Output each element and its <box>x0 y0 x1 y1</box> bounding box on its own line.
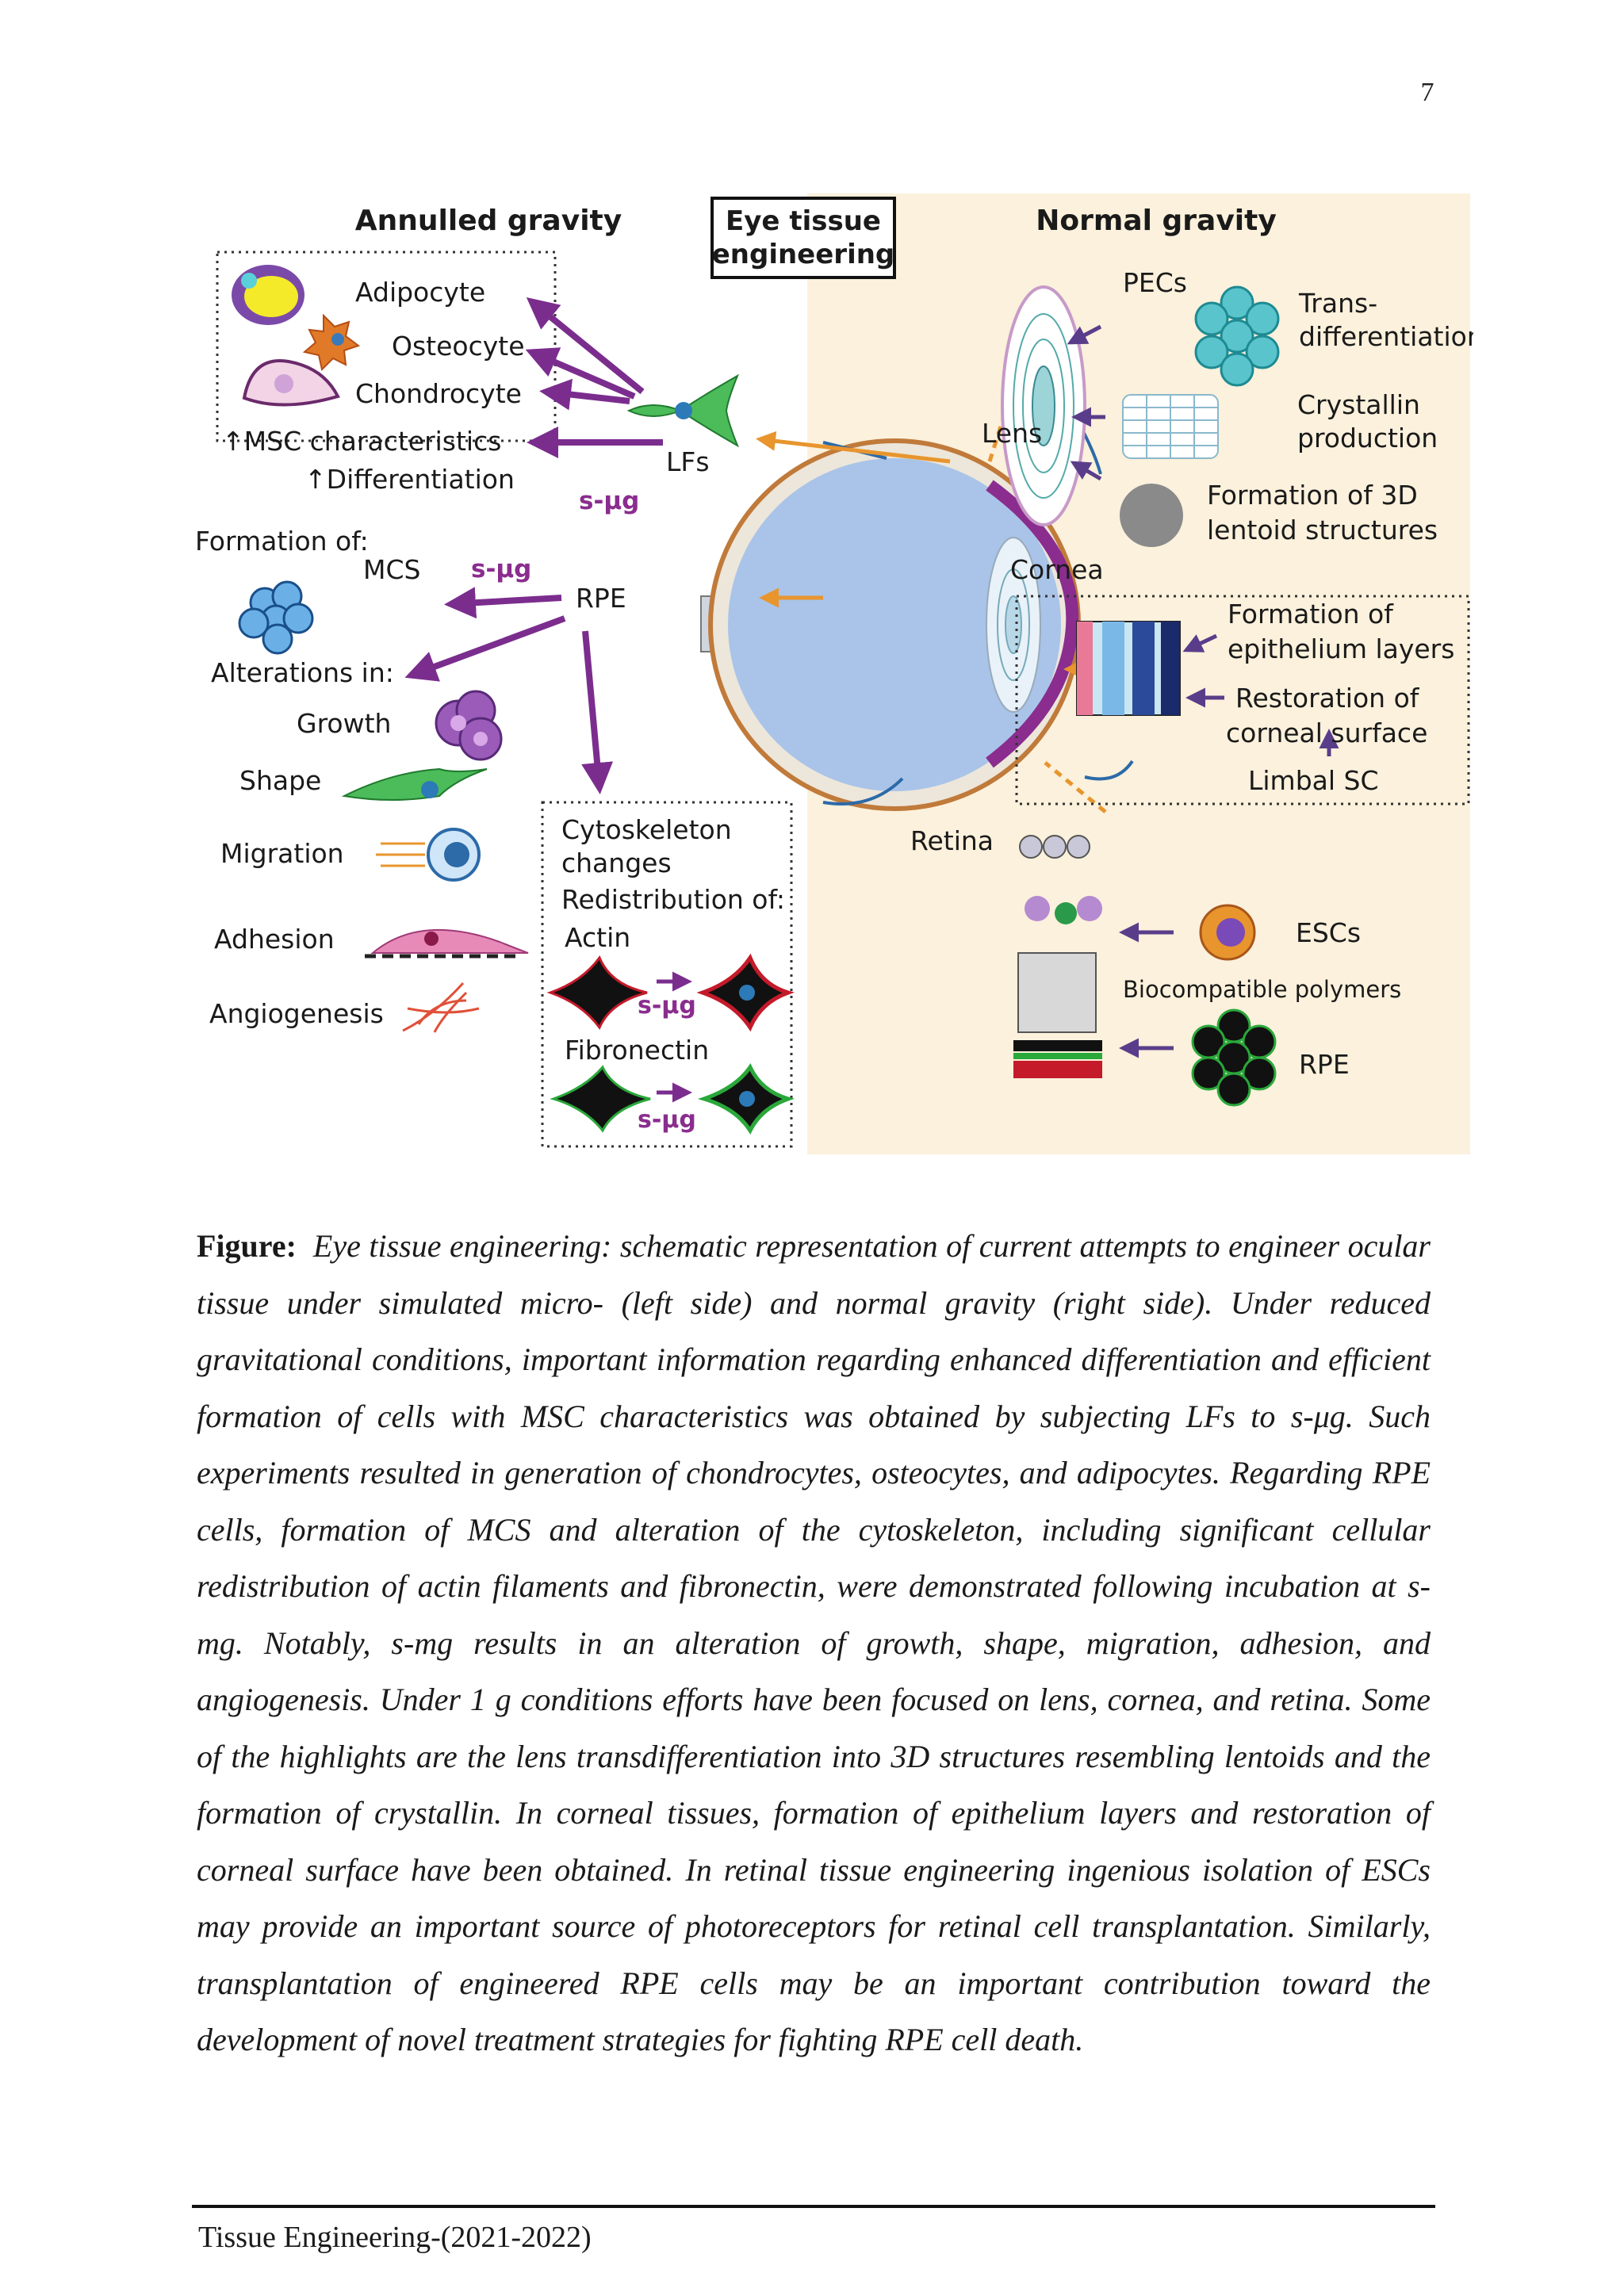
rpe-hexagons <box>1191 1008 1277 1107</box>
cornea-label: Cornea <box>1010 554 1104 585</box>
center-title-line1: Eye tissue <box>726 205 881 237</box>
shape-label: Shape <box>239 765 321 796</box>
smug-label-4: s-μg <box>638 1106 696 1134</box>
pecs-hexagons <box>1194 285 1280 387</box>
cytoskeleton-label-2: changes <box>561 848 672 878</box>
alterations-label: Alterations in: <box>211 657 394 688</box>
growth-cells <box>435 690 503 761</box>
rpe-label-right: RPE <box>1299 1049 1350 1080</box>
right-title: Normal gravity <box>1036 205 1277 237</box>
growth-label: Growth <box>297 708 391 739</box>
lentoid-label-2: lentoid structures <box>1207 515 1438 545</box>
caption-text: Eye tissue engineering: schematic repres… <box>197 1228 1431 2057</box>
cornea-box <box>1015 595 1470 806</box>
chondrocyte-label: Chondrocyte <box>355 378 522 409</box>
limbal-label: Limbal SC <box>1248 765 1379 796</box>
actin-label: Actin <box>565 922 630 953</box>
crystallin-label-2: production <box>1297 423 1438 453</box>
page-footer: Tissue Engineering-(2021-2022) <box>198 2221 592 2254</box>
retina-layers <box>1013 835 1102 1078</box>
migration-label: Migration <box>220 838 344 869</box>
crystallin-label-1: Crystallin <box>1297 389 1420 420</box>
lens-label: Lens <box>982 418 1042 449</box>
shape-cell <box>341 767 488 801</box>
adipocyte-label: Adipocyte <box>355 277 485 308</box>
eye-diagram <box>700 404 1134 811</box>
fibronectin-cell-before <box>550 1065 651 1133</box>
lf-arrows <box>525 297 663 458</box>
transdiff-label-1: Trans- <box>1298 288 1377 319</box>
adhesion-cell <box>370 928 529 954</box>
figure-caption: Figure: Eye tissue engineering: schemati… <box>197 1218 1431 2068</box>
center-title-line2: engineering <box>712 239 895 270</box>
rpe-label-left: RPE <box>576 583 626 614</box>
angiogenesis-vessels <box>402 982 480 1033</box>
cytoskeleton-label-1: Cytoskeleton <box>561 814 732 845</box>
epithelium-layers <box>1076 621 1181 716</box>
rpe-arrows <box>404 587 614 794</box>
polymers-label: Biocompatible polymers <box>1123 976 1401 1003</box>
smug-label-2: s-μg <box>471 555 531 584</box>
msc-label: ↑MSC characteristics <box>222 426 501 457</box>
adhesion-label: Adhesion <box>214 924 335 955</box>
actin-cell-before <box>546 955 648 1030</box>
center-title-box <box>710 197 896 279</box>
retina-label: Retina <box>910 825 994 856</box>
smug-label-1: s-μg <box>579 487 639 515</box>
osteocyte-cell <box>302 313 361 371</box>
escs-label: ESCs <box>1296 917 1361 948</box>
migration-lines <box>376 842 425 867</box>
redistribution-label: Redistribution of: <box>561 884 785 915</box>
smug-label-3: s-μg <box>638 992 696 1020</box>
page-number: 7 <box>1420 78 1434 107</box>
eye-tissue-engineering-figure: Annulled gravity Normal gravity Eye tiss… <box>189 184 1473 1158</box>
differentiation-label: ↑Differentiation <box>304 464 515 495</box>
lentoid-sphere <box>1120 484 1183 547</box>
transdiff-label-2: differentiation <box>1299 321 1473 352</box>
caption-label: Figure: <box>197 1228 297 1264</box>
lens-diagram <box>1001 285 1086 526</box>
left-title: Annulled gravity <box>355 205 622 237</box>
angiogenesis-label: Angiogenesis <box>209 998 384 1029</box>
lentoid-label-1: Formation of 3D <box>1207 480 1418 511</box>
footer-divider <box>192 2205 1435 2208</box>
mcs-spheroid <box>238 580 314 655</box>
lf-cell <box>679 373 739 448</box>
crystallin-hexagons <box>1122 394 1219 459</box>
mcs-label: MCS <box>363 554 420 585</box>
lfs-label: LFs <box>666 446 710 477</box>
differentiation-box <box>216 251 557 442</box>
restoration-label-2: corneal surface <box>1226 718 1427 748</box>
fibronectin-label: Fibronectin <box>565 1035 709 1066</box>
formation-of-label: Formation of: <box>195 526 369 557</box>
epithelium-label-2: epithelium layers <box>1228 633 1454 664</box>
restoration-label-1: Restoration of <box>1235 683 1420 714</box>
epithelium-label-1: Formation of <box>1228 599 1394 629</box>
osteocyte-label: Osteocyte <box>392 331 525 362</box>
pecs-label: PECs <box>1123 267 1187 298</box>
